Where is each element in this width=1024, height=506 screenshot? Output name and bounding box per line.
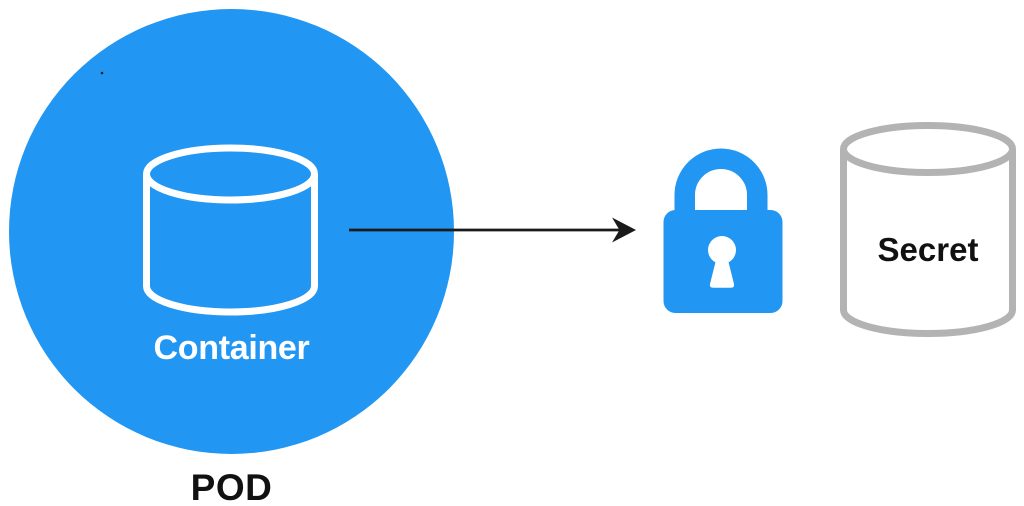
secret-cylinder-top: [840, 122, 1016, 176]
container-cylinder-body: [143, 174, 318, 316]
container-cylinder-icon: [143, 144, 318, 316]
lock-shackle: [674, 148, 768, 213]
stray-dot: [100, 71, 104, 75]
lock-keyhole-circle: [708, 236, 736, 264]
secret-cylinder-body: [840, 149, 1016, 337]
secret-cylinder-icon: [840, 122, 1016, 337]
arrow-head: [612, 217, 636, 243]
arrow-right-icon: [349, 217, 636, 243]
pod-circle: [9, 9, 454, 454]
container-label: Container: [153, 329, 310, 367]
secret-label: Secret: [877, 231, 979, 268]
lock-keyhole-tail: [709, 258, 735, 288]
pod-label: POD: [190, 467, 273, 506]
lock-icon: [663, 148, 783, 313]
